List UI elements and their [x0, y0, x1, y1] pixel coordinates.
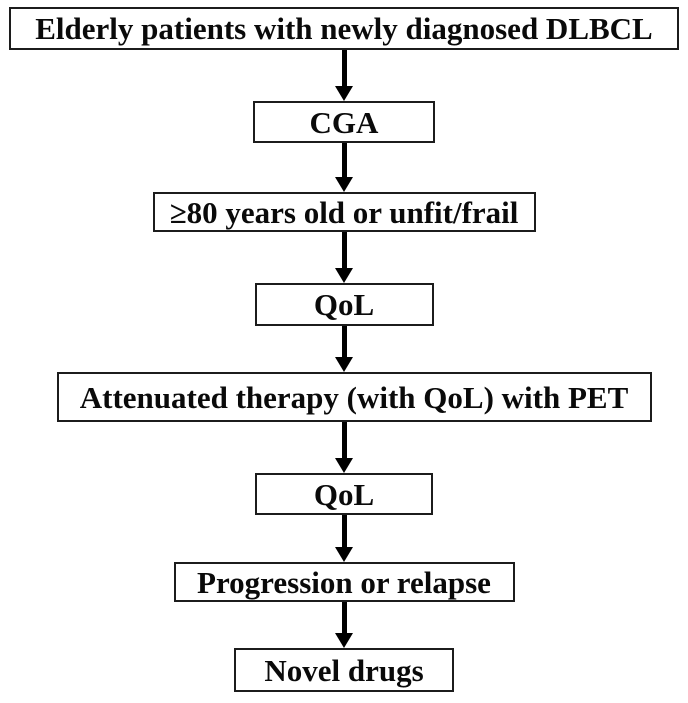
- arrow-head: [335, 86, 353, 101]
- down-arrow-icon: [334, 422, 354, 473]
- down-arrow-icon: [334, 143, 354, 192]
- arrow-head: [335, 458, 353, 473]
- node-progression-relapse: Progression or relapse: [173, 562, 515, 602]
- arrow-stem: [341, 50, 347, 86]
- node-novel-drugs: Novel drugs: [234, 648, 454, 692]
- arrow-head: [335, 268, 353, 283]
- arrow-head: [335, 633, 353, 648]
- arrow-stem: [341, 422, 347, 458]
- node-label: ≥80 years old or unfit/frail: [169, 194, 519, 230]
- node-label: QoL: [313, 476, 375, 512]
- node-label: QoL: [313, 287, 375, 322]
- node-label: Progression or relapse: [197, 564, 491, 600]
- down-arrow-icon: [334, 602, 354, 648]
- down-arrow-icon: [334, 326, 354, 372]
- node-label: Elderly patients with newly diagnosed DL…: [35, 11, 653, 46]
- node-label: Novel drugs: [264, 652, 424, 688]
- node-age-unfit-frail: ≥80 years old or unfit/frail: [152, 192, 536, 232]
- arrow-head: [335, 177, 353, 192]
- arrow-stem: [341, 326, 347, 357]
- arrow-head: [335, 357, 353, 372]
- arrow-stem: [341, 143, 347, 177]
- node-label: Attenuated therapy (with QoL) with PET: [79, 379, 629, 415]
- arrow-stem: [341, 232, 347, 268]
- node-qol-1: QoL: [254, 283, 434, 326]
- node-attenuated-therapy: Attenuated therapy (with QoL) with PET: [56, 372, 652, 422]
- arrow-stem: [341, 602, 347, 633]
- down-arrow-icon: [334, 232, 354, 283]
- arrow-stem: [341, 515, 347, 547]
- node-cga: CGA: [253, 101, 435, 143]
- node-label: CGA: [309, 104, 379, 140]
- node-qol-2: QoL: [255, 473, 433, 515]
- down-arrow-icon: [334, 515, 354, 562]
- node-elderly-dlbcl: Elderly patients with newly diagnosed DL…: [9, 7, 679, 50]
- down-arrow-icon: [334, 50, 354, 101]
- arrow-head: [335, 547, 353, 562]
